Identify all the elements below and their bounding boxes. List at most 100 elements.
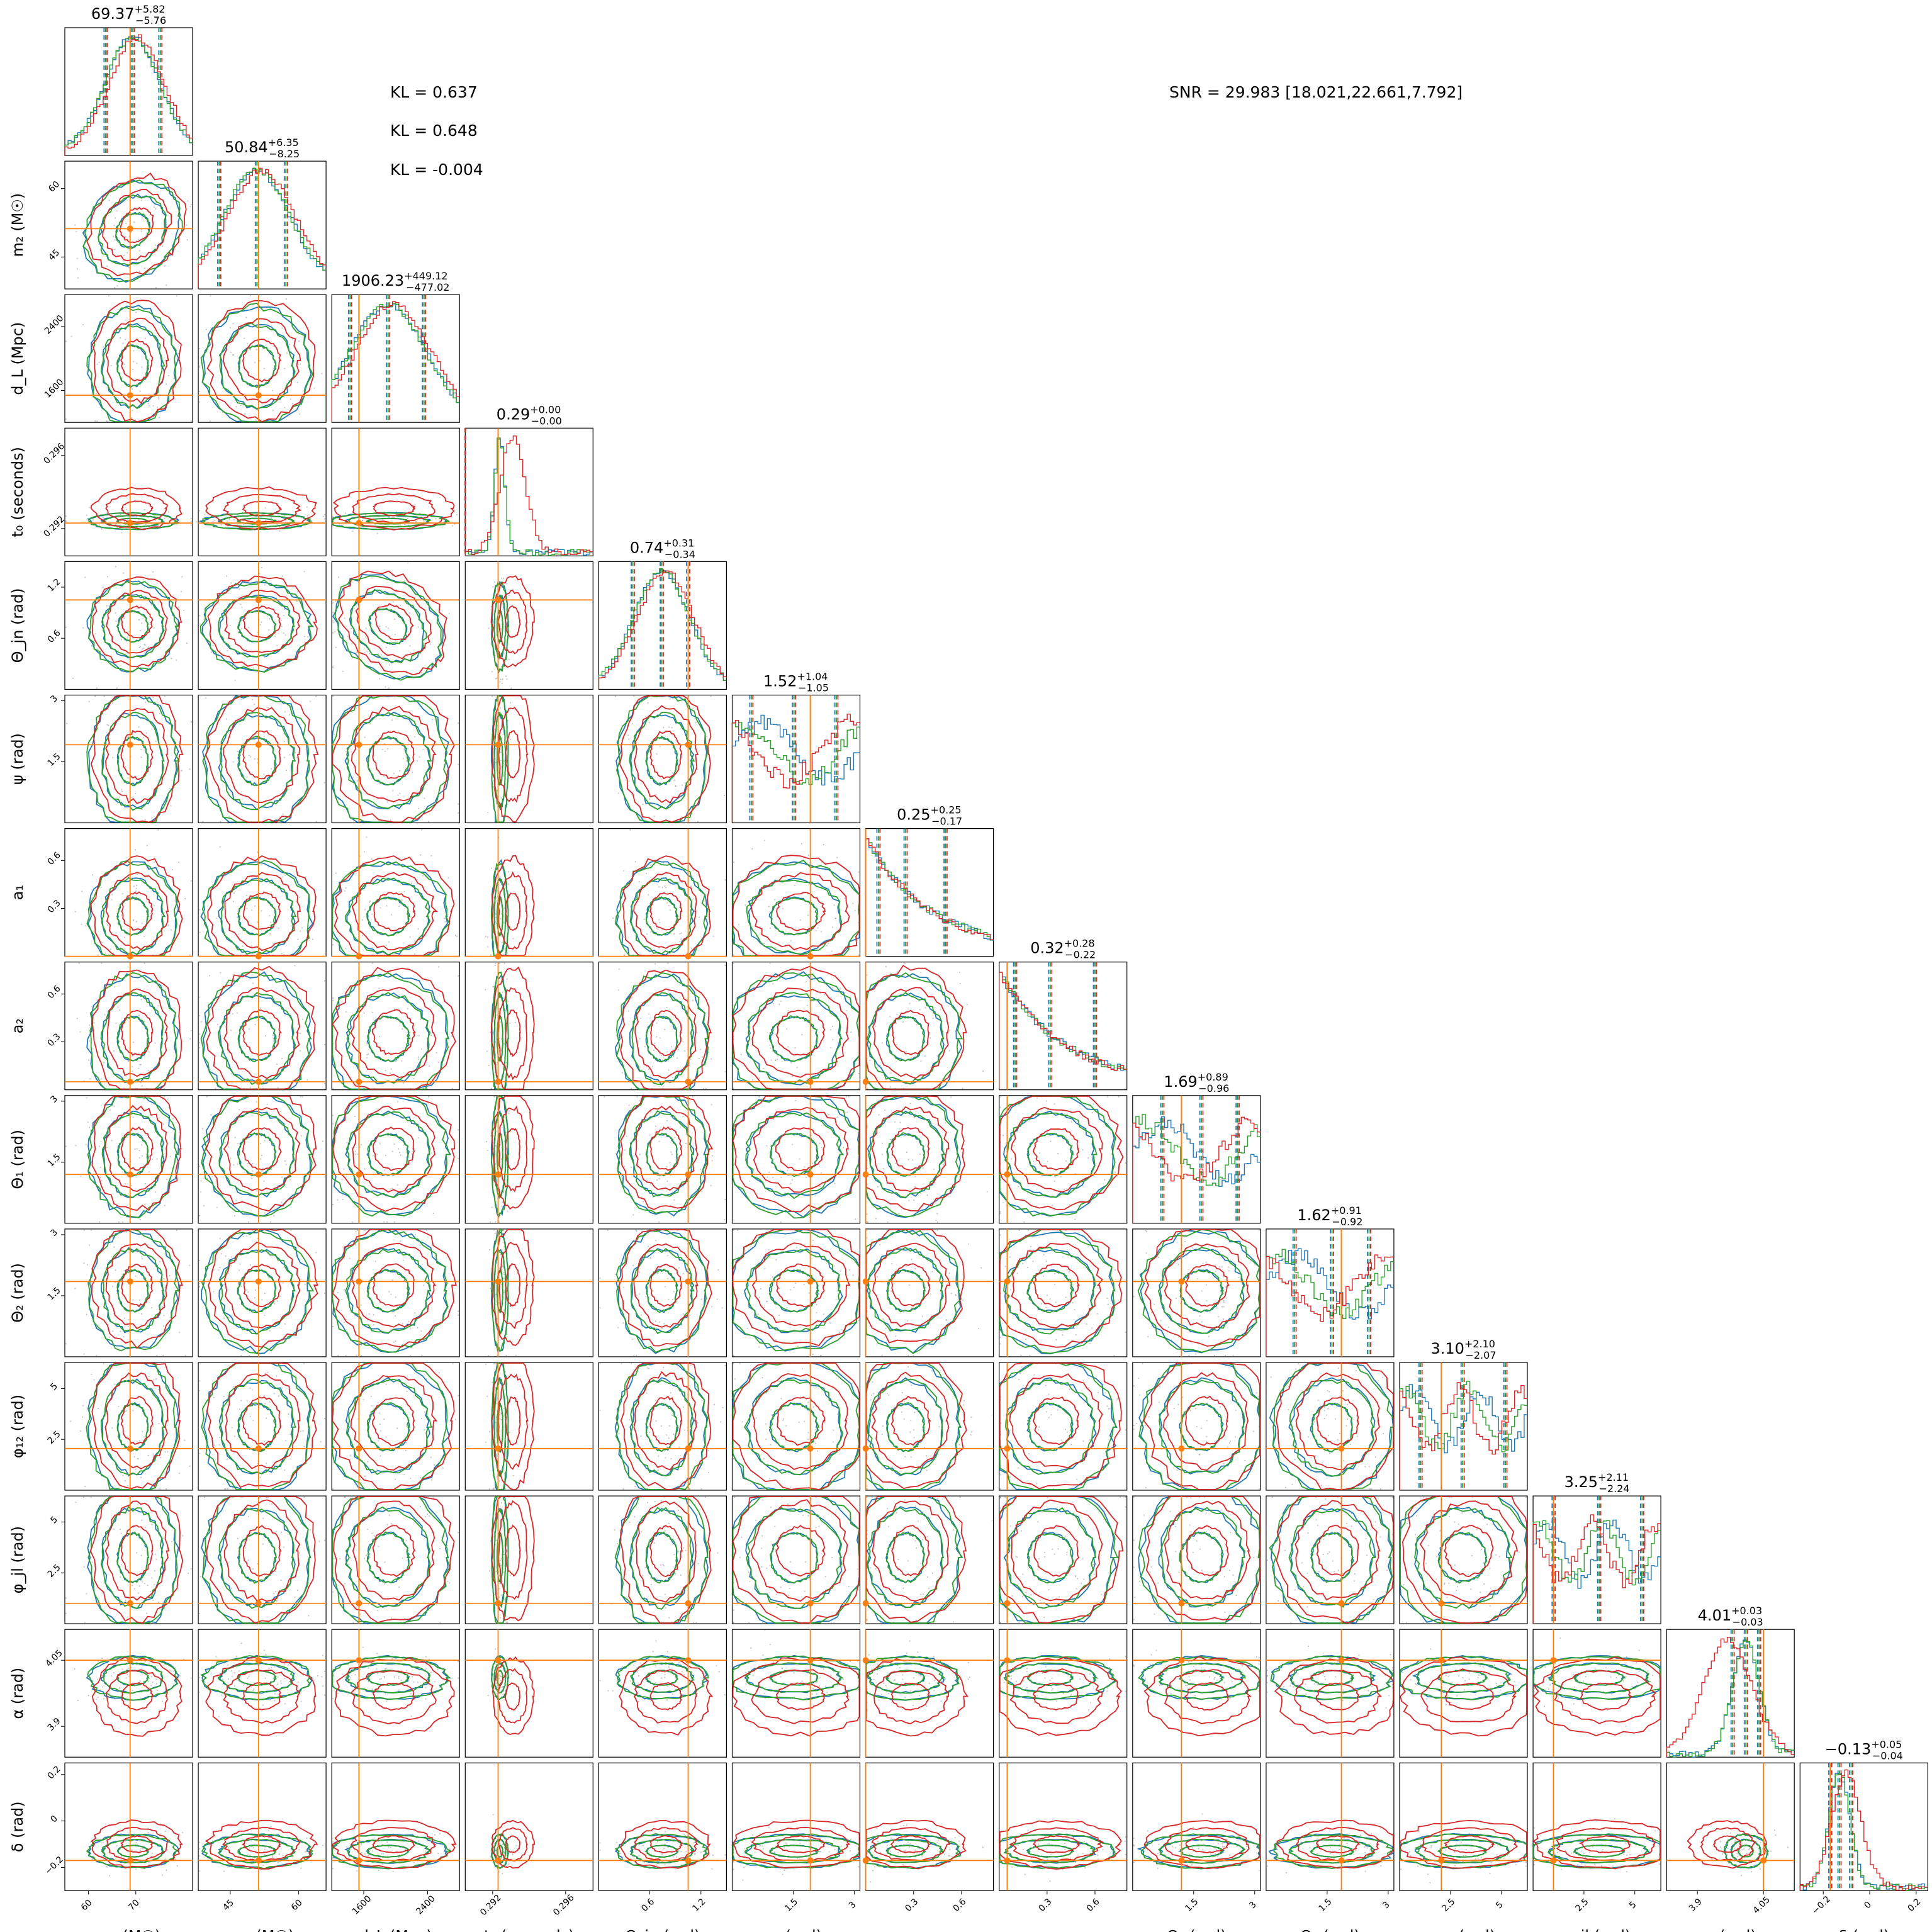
sample-point bbox=[503, 760, 505, 762]
sample-point bbox=[121, 914, 123, 916]
sample-point bbox=[89, 507, 91, 508]
sample-point bbox=[352, 531, 354, 532]
sample-point bbox=[866, 974, 868, 976]
sample-point bbox=[903, 1400, 905, 1402]
sample-point bbox=[233, 1215, 236, 1217]
sample-point bbox=[1030, 1245, 1032, 1247]
sample-point bbox=[1027, 1266, 1029, 1269]
sample-point bbox=[254, 1023, 256, 1025]
sample-point bbox=[369, 653, 371, 654]
sample-point bbox=[102, 587, 104, 588]
sample-point bbox=[261, 566, 262, 569]
panel-frame bbox=[464, 427, 593, 556]
sample-point bbox=[252, 667, 254, 669]
sample-point bbox=[114, 239, 116, 241]
sample-point bbox=[646, 933, 648, 935]
sample-point bbox=[614, 1529, 615, 1531]
sample-point bbox=[153, 1379, 155, 1381]
sample-point bbox=[368, 901, 370, 903]
sample-point bbox=[220, 524, 223, 525]
sample-point bbox=[162, 1354, 164, 1356]
sample-point bbox=[1020, 1354, 1022, 1356]
sample-point bbox=[831, 1556, 833, 1559]
sample-point bbox=[830, 1047, 832, 1049]
truth-marker bbox=[255, 953, 262, 960]
sample-point bbox=[502, 1266, 504, 1267]
sample-point bbox=[94, 420, 96, 422]
sample-point bbox=[645, 1296, 647, 1298]
sample-point bbox=[414, 940, 416, 941]
sample-point bbox=[125, 508, 127, 510]
sample-point bbox=[125, 319, 127, 321]
sample-point bbox=[916, 1547, 918, 1549]
truth-marker bbox=[356, 741, 362, 748]
sample-point bbox=[376, 532, 378, 534]
sample-point bbox=[414, 953, 416, 955]
sample-point bbox=[141, 1085, 143, 1087]
sample-point bbox=[683, 1429, 686, 1431]
sample-point bbox=[419, 1476, 421, 1478]
sample-point bbox=[758, 866, 760, 868]
sample-point bbox=[936, 1221, 938, 1223]
sample-point bbox=[90, 1229, 93, 1231]
contour-series-2 bbox=[334, 575, 442, 681]
sample-point bbox=[289, 398, 291, 400]
sample-point bbox=[168, 374, 170, 377]
sample-point bbox=[281, 1057, 283, 1060]
sample-point bbox=[495, 1145, 497, 1147]
sample-point bbox=[832, 1038, 834, 1041]
sample-point bbox=[733, 1362, 734, 1365]
median-value: 69.37 bbox=[91, 5, 135, 23]
sample-point bbox=[655, 1399, 657, 1401]
sample-point bbox=[1082, 1440, 1084, 1442]
sample-point bbox=[439, 1622, 441, 1624]
sample-point bbox=[999, 1106, 1001, 1108]
sample-point bbox=[660, 746, 661, 748]
sample-point bbox=[624, 1165, 626, 1167]
sample-point bbox=[817, 927, 819, 929]
y-axis-label: d_L (Mpc) bbox=[9, 322, 26, 395]
sample-point bbox=[127, 777, 129, 779]
sample-point bbox=[220, 972, 222, 974]
sample-point bbox=[669, 698, 671, 700]
sample-point bbox=[1037, 1521, 1039, 1523]
sample-point bbox=[284, 1160, 286, 1162]
contour-series-3 bbox=[91, 300, 182, 423]
sample-point bbox=[920, 1193, 922, 1194]
sample-point bbox=[949, 1030, 951, 1031]
sample-point bbox=[656, 1179, 658, 1181]
sample-point bbox=[417, 1327, 418, 1328]
sample-point bbox=[763, 1306, 765, 1308]
contour-series-1 bbox=[366, 736, 410, 786]
sample-point bbox=[746, 1328, 748, 1330]
sample-point bbox=[121, 1221, 123, 1223]
sample-point bbox=[432, 719, 434, 721]
sample-point bbox=[1223, 1429, 1225, 1431]
sample-point bbox=[948, 1272, 950, 1274]
sample-point bbox=[244, 661, 245, 663]
sample-point bbox=[339, 1558, 341, 1560]
sample-point bbox=[666, 902, 668, 904]
sample-point bbox=[341, 1298, 343, 1300]
sample-point bbox=[106, 724, 108, 726]
y-tick-label: 0.6 bbox=[46, 628, 63, 645]
sample-point bbox=[932, 1018, 934, 1019]
sample-point bbox=[910, 1419, 912, 1422]
sample-point bbox=[135, 890, 137, 892]
sample-point bbox=[632, 1214, 634, 1216]
sample-point bbox=[332, 666, 334, 668]
sample-point bbox=[1208, 1335, 1210, 1337]
sample-point bbox=[486, 1050, 488, 1052]
sample-point bbox=[164, 265, 166, 267]
sample-point bbox=[199, 1452, 201, 1454]
sample-point bbox=[156, 406, 159, 408]
sample-point bbox=[332, 602, 334, 604]
sample-point bbox=[1039, 1152, 1041, 1154]
sample-point bbox=[907, 1159, 909, 1160]
sample-point bbox=[938, 1426, 940, 1428]
sample-point bbox=[271, 1503, 273, 1505]
sample-point bbox=[256, 1563, 259, 1565]
sample-point bbox=[1228, 1270, 1230, 1272]
sample-point bbox=[274, 635, 276, 637]
sample-point bbox=[692, 898, 694, 900]
